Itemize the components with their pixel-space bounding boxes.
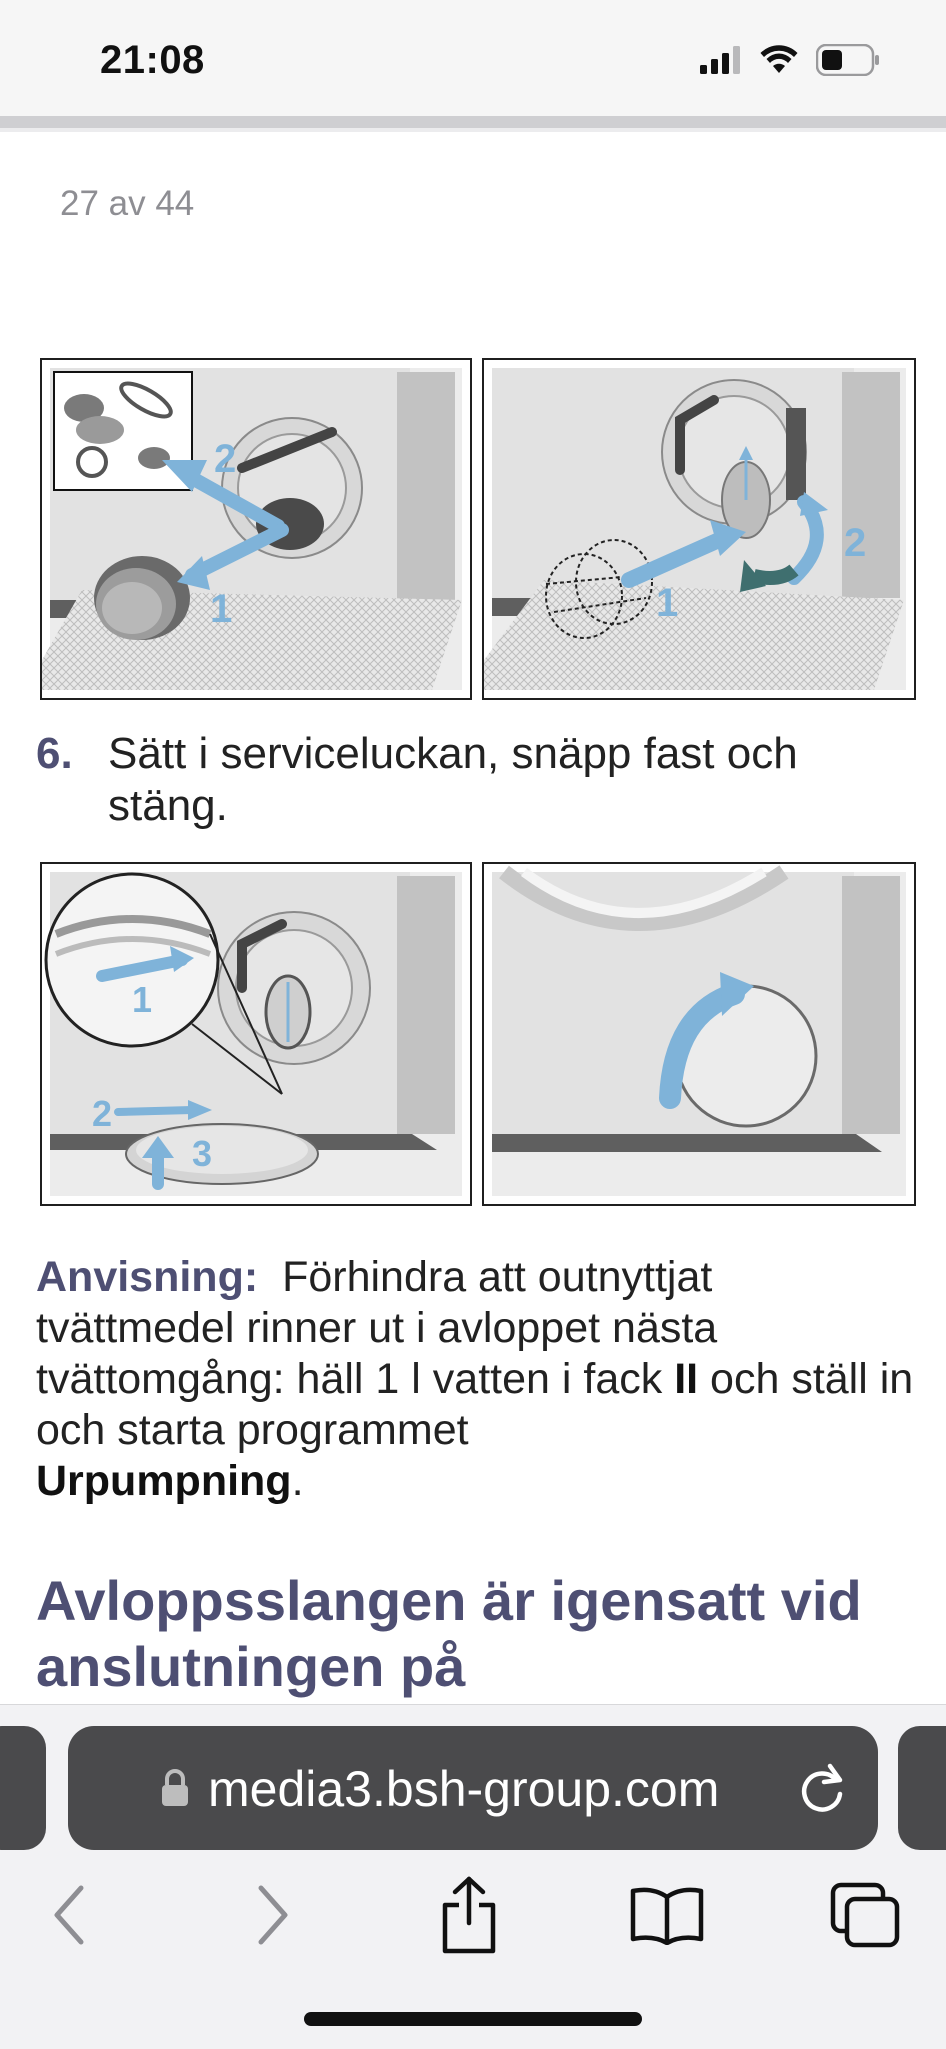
note-program: Urpumpning xyxy=(36,1457,292,1505)
illustration-label: 2 xyxy=(214,437,236,481)
tabs-button[interactable] xyxy=(820,1870,910,1960)
section-heading: Avloppsslangen är igensatt vid anslutnin… xyxy=(36,1569,862,1698)
battery-icon xyxy=(816,44,879,76)
share-button[interactable] xyxy=(424,1870,514,1960)
previous-tab-preview[interactable] xyxy=(0,1726,46,1850)
url-text[interactable]: media3.bsh-group.com xyxy=(208,1761,720,1817)
step-text: Sätt i serviceluckan, snäpp fast och stä… xyxy=(108,729,798,830)
forward-icon xyxy=(258,1885,288,1945)
step-number: 6. xyxy=(36,729,73,778)
bookmarks-icon xyxy=(630,1887,704,1945)
status-time: 21:08 xyxy=(100,38,205,82)
note-paragraph: Anvisning: Förhindra att outnyttjat tvät… xyxy=(36,1252,916,1507)
illustration-label: 1 xyxy=(132,979,152,1020)
illustration-close-service-cover xyxy=(482,862,916,1206)
note-period: . xyxy=(291,1457,304,1505)
note-text-part1: Förhindra att outnyttjat tvättmedel rinn… xyxy=(36,1253,718,1403)
note-label: Anvisning: xyxy=(36,1253,259,1301)
illustration-label: 1 xyxy=(210,587,232,631)
status-bar: 21:08 xyxy=(0,0,946,116)
toolbar-divider xyxy=(0,116,946,128)
bookmarks-button[interactable] xyxy=(622,1870,712,1960)
illustration-label: 3 xyxy=(192,1133,212,1174)
wifi-icon xyxy=(760,45,798,73)
lock-icon xyxy=(162,1769,188,1806)
address-bar[interactable]: media3.bsh-group.com xyxy=(68,1726,878,1850)
home-indicator xyxy=(304,2012,642,2026)
forward-button[interactable] xyxy=(228,1870,318,1960)
next-tab-preview[interactable] xyxy=(898,1726,946,1850)
illustration-label: 2 xyxy=(844,521,866,565)
tabs-icon xyxy=(830,1882,900,1948)
back-icon xyxy=(54,1885,84,1945)
share-icon xyxy=(442,1876,496,1954)
toolbar-divider-light xyxy=(0,128,946,132)
illustration-insert-filter: 1 2 xyxy=(482,358,916,700)
page-count: 27 av 44 xyxy=(60,184,195,223)
illustration-remove-filter: 2 1 xyxy=(40,358,472,700)
signal-icon xyxy=(700,46,740,74)
note-text-part2: och ställ in och starta programmet xyxy=(36,1355,914,1454)
illustration-label: 2 xyxy=(92,1093,112,1134)
back-button[interactable] xyxy=(24,1870,114,1960)
note-compartment: II xyxy=(674,1355,699,1403)
illustration-label: 1 xyxy=(656,581,678,625)
reload-icon[interactable] xyxy=(796,1760,848,1816)
illustration-insert-service-cover: 1 2 3 xyxy=(40,862,472,1206)
